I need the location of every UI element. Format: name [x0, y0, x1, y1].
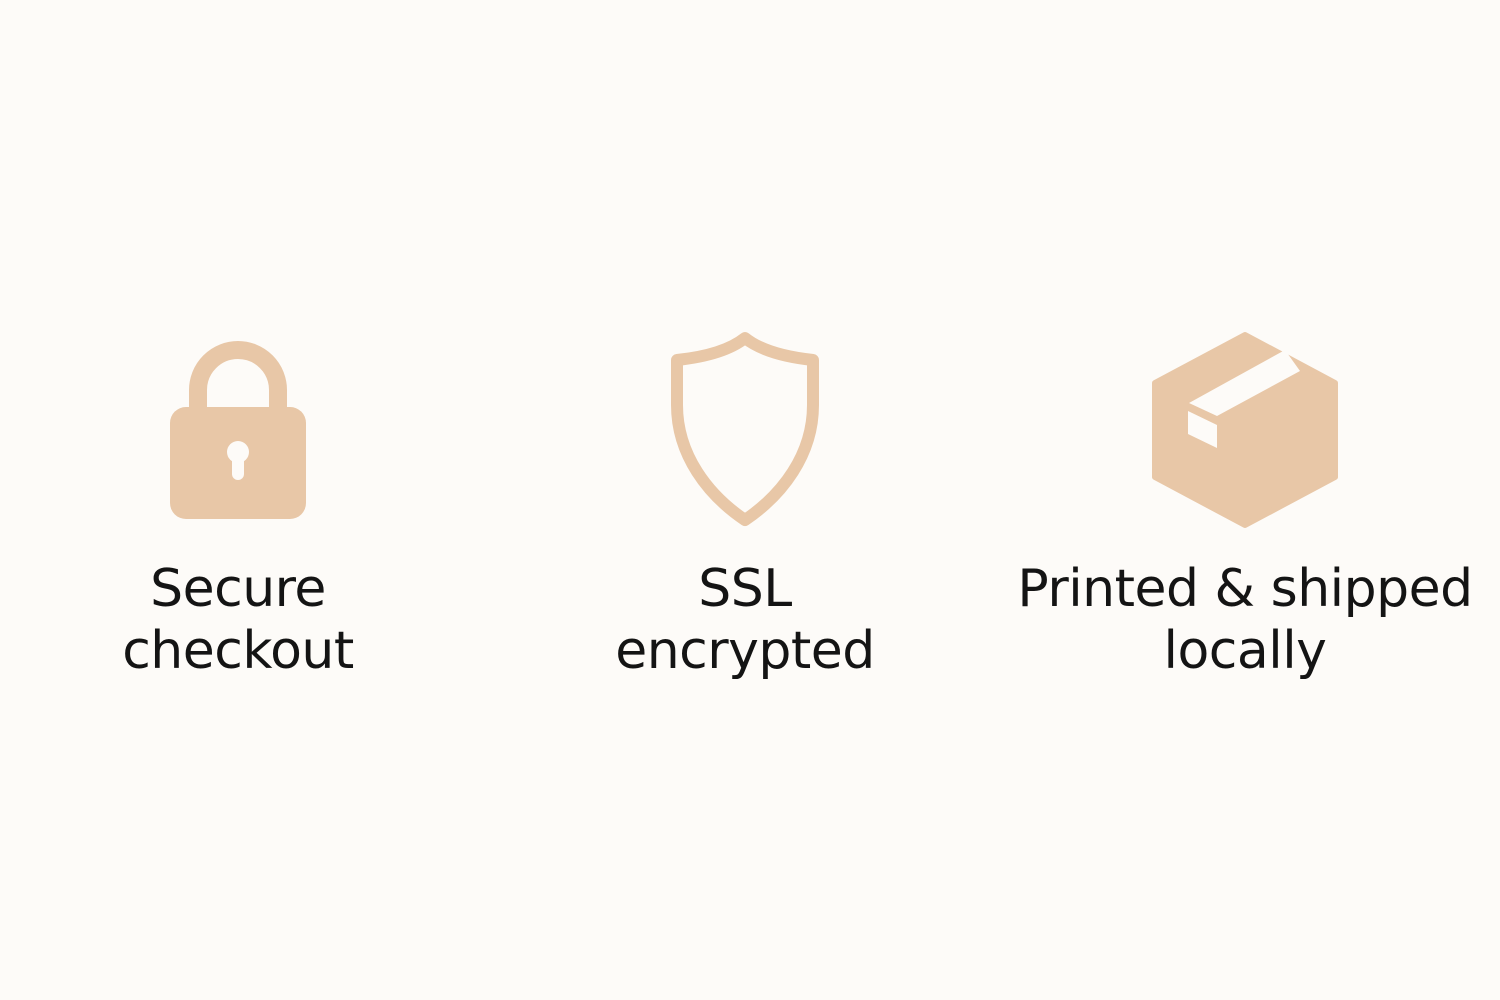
- box-icon: [1145, 330, 1345, 530]
- badge-label-line2: checkout: [122, 621, 354, 681]
- badge-label: Secure checkout: [122, 558, 354, 682]
- lock-icon: [163, 330, 313, 530]
- shield-icon: [650, 330, 840, 530]
- badge-secure-checkout: Secure checkout: [88, 330, 388, 682]
- badge-label-line1: SSL: [698, 559, 792, 619]
- badge-printed-shipped-locally: Printed & shipped locally: [1000, 330, 1490, 682]
- badge-label-line1: Secure: [150, 559, 326, 619]
- badge-label-line2: locally: [1163, 621, 1327, 681]
- badge-label-line1: Printed & shipped: [1017, 559, 1473, 619]
- badge-label: Printed & shipped locally: [1017, 558, 1473, 682]
- badge-label-line2: encrypted: [615, 621, 875, 681]
- badge-label: SSL encrypted: [615, 558, 875, 682]
- badge-ssl-encrypted: SSL encrypted: [595, 330, 895, 682]
